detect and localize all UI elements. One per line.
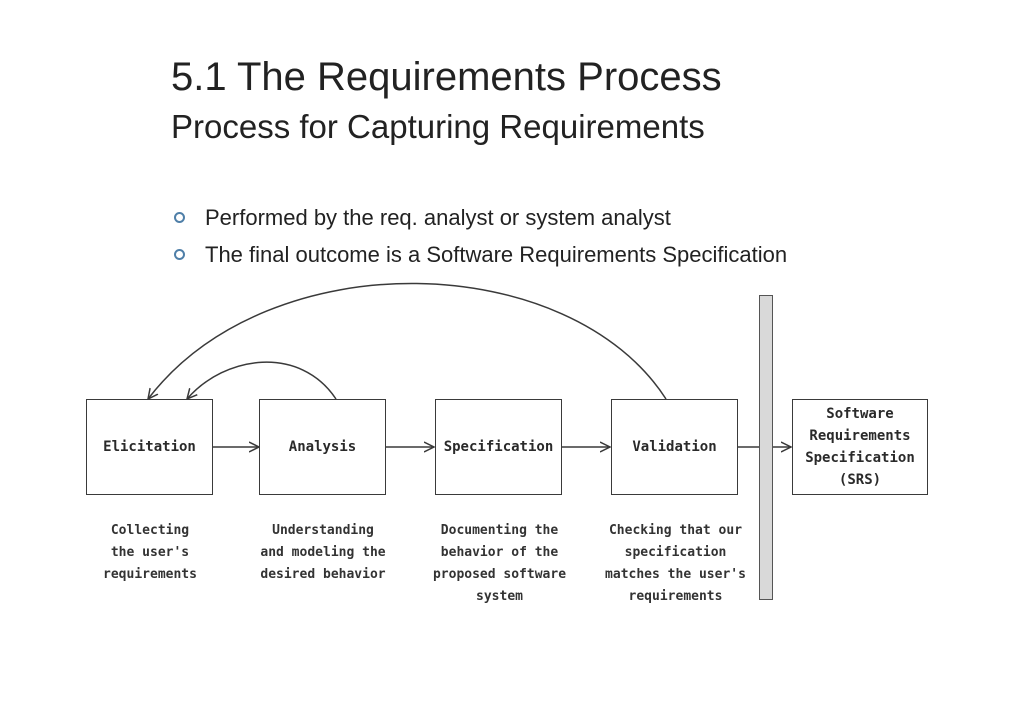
output-label: Software Requirements Specification (SRS… [805, 406, 915, 488]
slide-title: 5.1 The Requirements Process [171, 55, 722, 99]
slide-subtitle: Process for Capturing Requirements [171, 108, 705, 145]
step-box-specification: Specification [435, 399, 562, 495]
bullet-item: The final outcome is a Software Requirem… [171, 236, 787, 273]
step-caption-specification: Documenting the behavior of the proposed… [432, 523, 567, 604]
step-label: Specification [443, 439, 554, 455]
process-boundary-bar [759, 295, 773, 600]
step-caption-elicitation: Collecting the user's requirements [103, 523, 197, 582]
feedback-arc-validation-to-elicitation [148, 282, 667, 399]
bullet-list: Performed by the req. analyst or system … [171, 199, 787, 273]
step-box-validation: Validation [611, 399, 738, 495]
step-caption-validation: Checking that our specification matches … [605, 523, 746, 604]
step-box-analysis: Analysis [259, 399, 386, 495]
bullet-text: Performed by the req. analyst or system … [205, 205, 671, 230]
step-label: Elicitation [103, 439, 196, 455]
step-label: Analysis [288, 439, 357, 455]
step-box-elicitation: Elicitation [86, 399, 213, 495]
bullet-circle-icon [174, 212, 185, 223]
step-caption-analysis: Understanding and modeling the desired b… [260, 523, 386, 582]
bullet-text: The final outcome is a Software Requirem… [205, 242, 788, 267]
output-box-srs: Software Requirements Specification (SRS… [792, 399, 928, 495]
bullet-item: Performed by the req. analyst or system … [171, 199, 787, 236]
step-label: Validation [632, 439, 717, 455]
bullet-circle-icon [174, 249, 185, 260]
feedback-arc-analysis-to-elicitation [187, 361, 337, 399]
